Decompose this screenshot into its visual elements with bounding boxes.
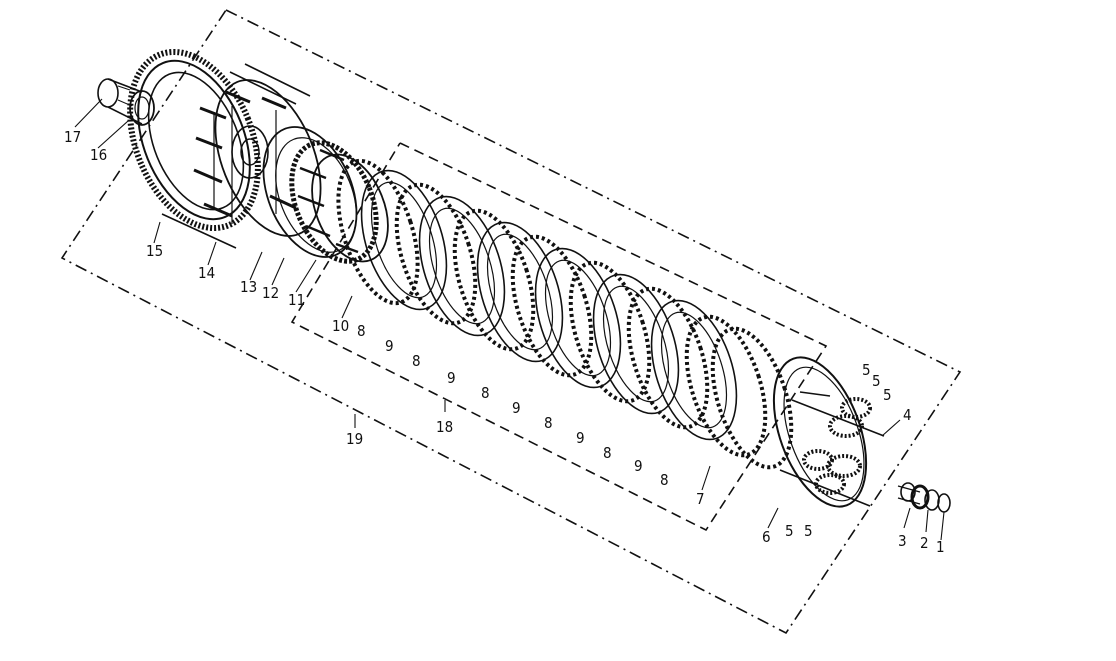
callout-8: 8 [481,384,490,402]
clutch-housing-15 [127,48,322,249]
callout-13: 13 [240,278,257,296]
callout-5: 5 [862,361,871,379]
callout-8: 8 [603,444,612,462]
assembly-boundary-19 [60,9,962,635]
callout-15: 15 [146,242,163,260]
callout-9: 9 [576,429,585,447]
callout-18: 18 [436,418,453,436]
callout-5: 5 [785,522,794,540]
clutch-plate-stack [336,158,794,470]
callout-3: 3 [898,532,907,550]
callout-9: 9 [385,337,394,355]
callout-1: 1 [936,538,945,556]
callout-14: 14 [198,264,215,282]
callout-2: 2 [920,534,929,552]
callout-labels: 17 16 15 14 13 12 11 10 8 9 8 9 8 9 8 9 … [64,128,945,556]
callout-19: 19 [346,430,363,448]
callout-8: 8 [412,352,421,370]
callout-8: 8 [357,322,366,340]
callout-5: 5 [883,386,892,404]
clutch-springs-5 [802,397,872,495]
callout-17: 17 [64,128,81,146]
plate-set-boundary-18 [290,142,828,532]
callout-9: 9 [634,457,643,475]
callout-16: 16 [90,146,107,164]
leader-lines [74,98,945,541]
callout-7: 7 [696,490,705,508]
callout-11: 11 [288,291,305,309]
callout-5: 5 [804,522,813,540]
callout-5: 5 [872,372,881,390]
callout-8: 8 [544,414,553,432]
callout-8: 8 [660,471,669,489]
clutch-hub-11-13 [262,126,389,264]
nut-washer-1-3 [897,482,951,513]
callout-4: 4 [903,406,912,424]
callout-9: 9 [512,399,521,417]
callout-9: 9 [447,369,456,387]
callout-12: 12 [262,284,279,302]
callout-10: 10 [332,317,349,335]
callout-6: 6 [762,528,771,546]
bushing-17-16 [97,78,155,126]
